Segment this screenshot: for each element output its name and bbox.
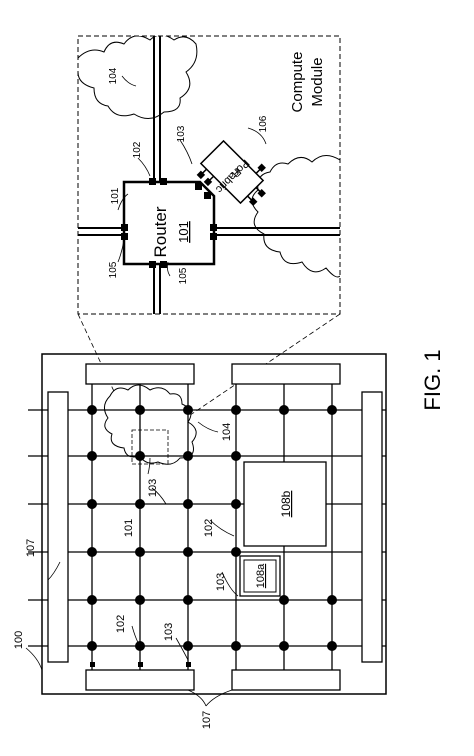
ref-104-main: 104 xyxy=(221,423,233,441)
ref-103-block: 103 xyxy=(215,573,227,591)
ref-104-inset: 104 xyxy=(108,67,119,84)
router-nodes xyxy=(87,405,337,667)
inset-frame xyxy=(77,35,341,315)
ref-107-top: 107 xyxy=(25,539,37,557)
main-leaders xyxy=(25,421,239,707)
compute-module-cloud-top xyxy=(78,36,198,119)
chip-figure: 100 107 107 102 103 101 102 103 103 104 … xyxy=(13,353,387,729)
ref-102-main: 102 xyxy=(203,519,215,537)
ref-106-inset: 106 xyxy=(258,115,269,132)
inset-detail: Router 101 Fabric Port Compute Module 10… xyxy=(77,35,341,315)
ref-103-lower: 103 xyxy=(163,623,175,641)
label-108b: 108b xyxy=(279,490,293,517)
block-108b xyxy=(243,461,327,547)
ref-100: 100 xyxy=(13,631,25,649)
block-108a-inner xyxy=(243,559,277,593)
chip-outline xyxy=(41,353,387,695)
ref-107-bottom: 107 xyxy=(201,711,213,729)
ref-101-inset: 101 xyxy=(110,187,121,204)
compute-module-cloud-main xyxy=(104,384,197,465)
ref-102-lower: 102 xyxy=(115,615,127,633)
compute-module-label-1: Compute xyxy=(289,52,306,113)
ref-105-inset-right: 105 xyxy=(178,267,189,284)
router-wires xyxy=(78,36,340,314)
ref-103-inset: 103 xyxy=(176,125,187,142)
ref-105-inset-left: 105 xyxy=(108,261,119,278)
inset-leaders xyxy=(117,75,267,277)
fabric-port xyxy=(196,139,266,206)
compute-module-label-2: Module xyxy=(309,57,326,106)
ref-101-main: 101 xyxy=(123,519,135,537)
label-108a: 108a xyxy=(255,563,267,588)
compute-module-cloud-bottom xyxy=(251,155,340,278)
router-label: Router xyxy=(151,206,170,257)
io-bars xyxy=(47,363,383,691)
router-number: 101 xyxy=(176,221,191,243)
ref-102-inset: 102 xyxy=(132,141,143,158)
figure-label: FIG. 1 xyxy=(420,349,445,410)
ref-103-main: 103 xyxy=(147,479,159,497)
router-ports xyxy=(121,178,217,268)
